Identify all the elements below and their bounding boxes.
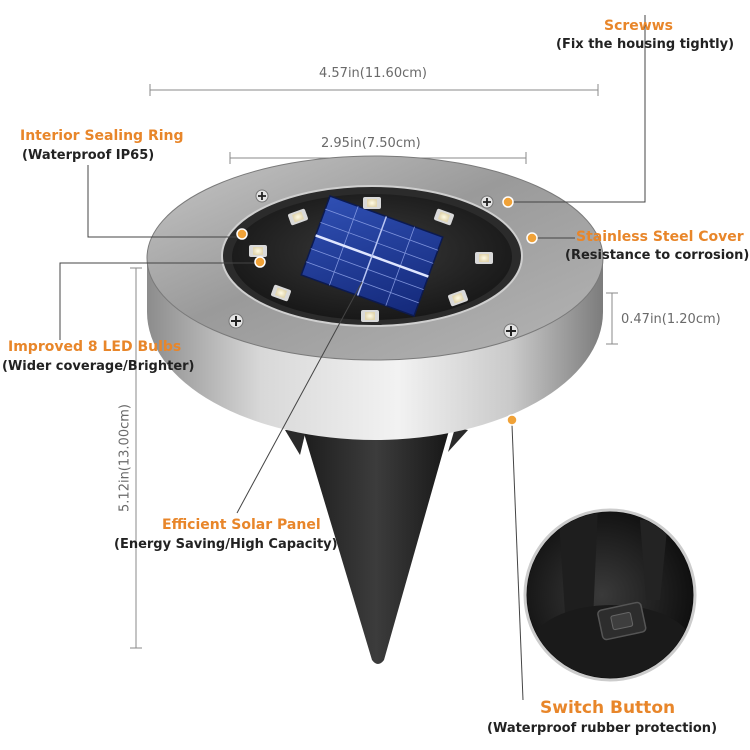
leader-line-led bbox=[59, 262, 260, 340]
callout-dot-switch bbox=[506, 414, 518, 426]
led-icon bbox=[434, 208, 454, 226]
switch-icon bbox=[597, 601, 647, 641]
led-bulbs-subtitle: (Wider coverage/Brighter) bbox=[2, 359, 195, 374]
led-icon bbox=[271, 284, 291, 302]
screw-icon bbox=[480, 195, 494, 209]
steel-cover-title: Stainless Steel Cover bbox=[576, 229, 744, 245]
screw-icon bbox=[228, 313, 244, 329]
sealing-ring-subtitle: (Waterproof IP65) bbox=[22, 148, 155, 163]
led-icon bbox=[363, 197, 381, 209]
led-icon bbox=[249, 245, 267, 257]
cover-height-label: 0.47in(1.20cm) bbox=[621, 312, 721, 327]
solar-panel-subtitle: (Energy Saving/High Capacity) bbox=[114, 537, 338, 552]
screws-title: Screwws bbox=[604, 18, 673, 34]
switch-button-title: Switch Button bbox=[540, 698, 676, 718]
dimension-total-width bbox=[149, 84, 599, 96]
steel-cover-subtitle: (Resistance to corrosion) bbox=[565, 248, 750, 263]
leader-line-screws bbox=[508, 15, 646, 203]
leader-line-solar-panel bbox=[236, 281, 363, 514]
switch-button-subtitle: (Waterproof rubber protection) bbox=[487, 721, 718, 736]
leader-line-switch bbox=[511, 424, 524, 701]
led-bulbs-title: Improved 8 LED Bulbs bbox=[8, 339, 182, 355]
leader-line-sealing-ring bbox=[87, 165, 242, 238]
led-icon bbox=[475, 252, 493, 264]
switch-detail-inset bbox=[523, 508, 697, 682]
callout-dot-led bbox=[254, 256, 266, 268]
solar-panel-icon bbox=[300, 195, 444, 317]
callout-dot-steel-cover bbox=[526, 232, 538, 244]
dimension-total-height bbox=[130, 267, 142, 649]
screws-subtitle: (Fix the housing tightly) bbox=[556, 37, 735, 52]
led-icon bbox=[448, 289, 468, 307]
callout-dot-sealing-ring bbox=[236, 228, 248, 240]
total-width-label: 4.57in(11.60cm) bbox=[319, 66, 427, 81]
solar-panel-title: Efficient Solar Panel bbox=[162, 517, 321, 533]
callout-dot-screws bbox=[502, 196, 514, 208]
ground-stake bbox=[285, 420, 468, 664]
led-icon bbox=[288, 208, 308, 226]
total-height-label: 5.12in(13.00cm) bbox=[117, 404, 133, 512]
sealing-ring-title: Interior Sealing Ring bbox=[20, 128, 184, 144]
screw-icon bbox=[503, 323, 519, 339]
screw-icon bbox=[255, 189, 269, 203]
dimension-cover-height bbox=[606, 292, 618, 345]
light-housing bbox=[146, 155, 604, 440]
panel-width-label: 2.95in(7.50cm) bbox=[321, 136, 421, 151]
led-icon bbox=[361, 310, 379, 322]
